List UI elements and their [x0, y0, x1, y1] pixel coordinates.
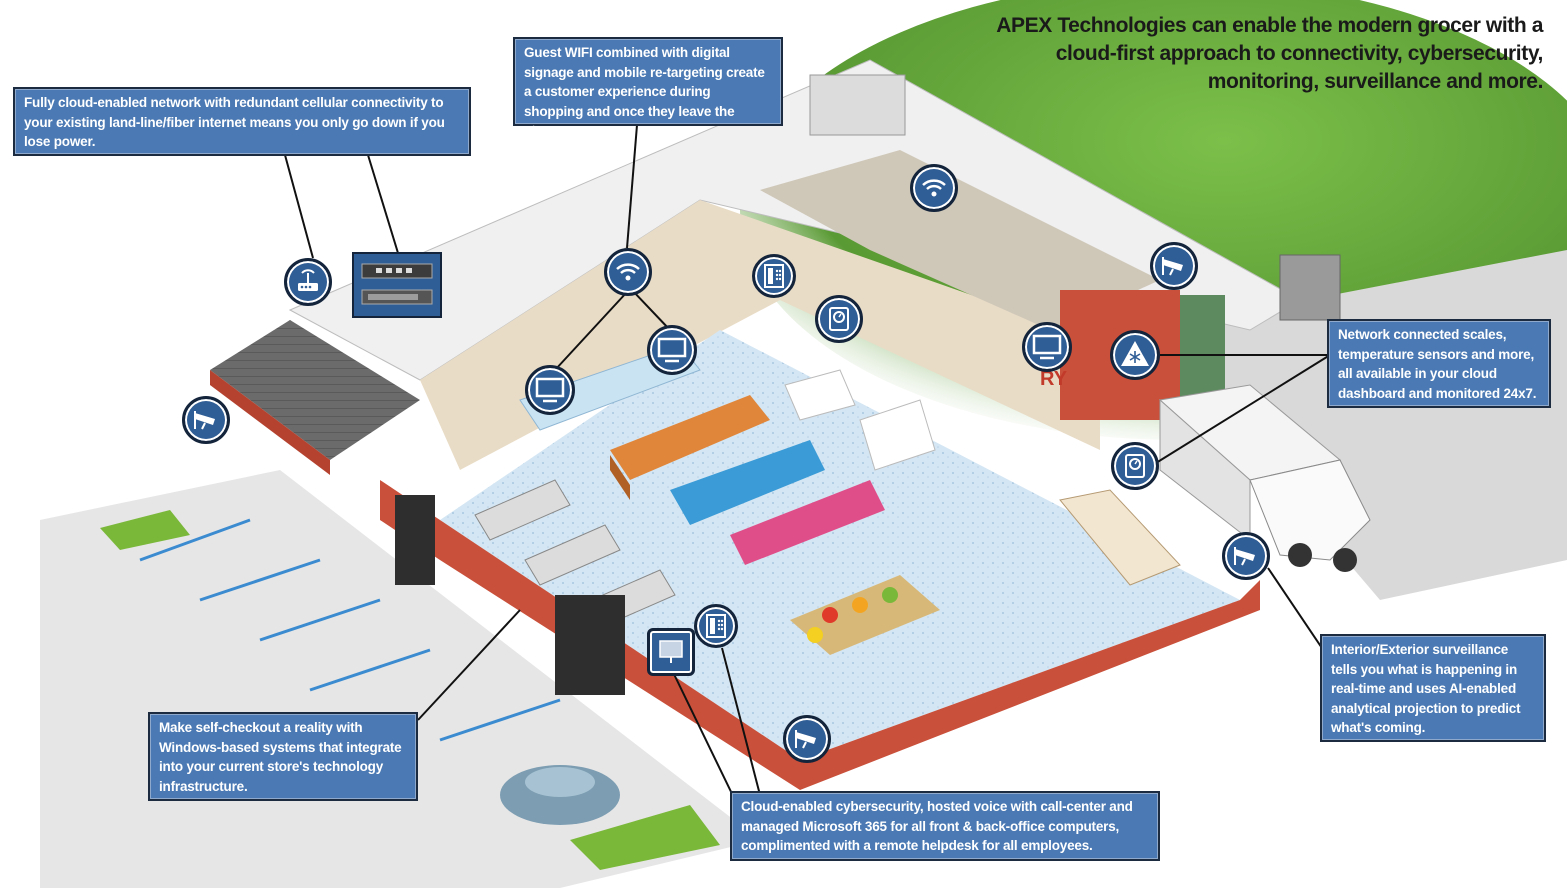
parking-stripes [139, 518, 561, 742]
dock-door [1180, 295, 1225, 405]
entrance-canopy [210, 320, 420, 460]
store-sign: RY [1040, 368, 1068, 390]
temperature-badge [1110, 330, 1160, 380]
camera-badge-2 [182, 396, 230, 444]
roof-ac [809, 74, 906, 136]
leader-lines [284, 124, 1331, 801]
switch-icon [361, 263, 433, 305]
signage-badge-3 [1022, 322, 1072, 372]
wifi-badge-2 [910, 164, 958, 212]
phone-icon [706, 614, 726, 638]
callout-checkout: Make self-checkout a reality with Window… [148, 712, 418, 801]
right-wall [800, 580, 1260, 790]
exit-doors [555, 595, 625, 695]
headline-line-1: APEX Technologies can enable the modern … [996, 14, 1543, 37]
callout-cyber: Cloud-enabled cybersecurity, hosted voic… [730, 791, 1160, 861]
callout-sensors: Network connected scales, temperature se… [1327, 319, 1551, 408]
headline-line-3: monitoring, surveillance and more. [1207, 70, 1544, 93]
phone-badge-2 [694, 604, 738, 648]
security-camera-icon [194, 411, 215, 430]
callout-surveillance: Interior/Exterior surveillance tells you… [1320, 634, 1546, 742]
security-camera-icon [1162, 257, 1183, 276]
router-icon [298, 269, 318, 291]
signage-badge-2 [647, 325, 697, 375]
produce-display [790, 575, 940, 655]
kiosk-icon [659, 640, 683, 663]
headline: APEX Technologies can enable the modern … [943, 12, 1543, 96]
monitor-icon [1032, 334, 1062, 360]
wifi-icon [616, 263, 640, 281]
camera-badge-4 [783, 715, 831, 763]
phone-icon [764, 264, 784, 288]
wifi-icon [922, 179, 946, 197]
canopy-front [210, 370, 330, 475]
monitor-icon [657, 337, 687, 363]
grass-strip-left [100, 510, 190, 550]
security-camera-icon [1234, 547, 1255, 566]
back-wall [420, 200, 1100, 470]
phone-badge-1 [752, 254, 796, 298]
entrance-doors [395, 495, 435, 585]
security-camera-icon [795, 730, 816, 749]
kiosk-badge [647, 628, 695, 676]
hvac-unit [1279, 254, 1341, 321]
scale-badge-2 [1111, 442, 1159, 490]
signage-badge-1 [525, 365, 575, 415]
grass-strip-bottom [570, 805, 720, 870]
camera-badge-1 [1150, 242, 1198, 290]
parked-car [500, 765, 620, 825]
wifi-badge-1 [604, 248, 652, 296]
router-badge [284, 258, 332, 306]
store-floor [440, 330, 1240, 760]
camera-badge-3 [1222, 532, 1270, 580]
scale-badge-1 [815, 295, 863, 343]
callout-wifi: Guest WIFI combined with digital signage… [513, 37, 783, 138]
stock-room [760, 150, 1160, 330]
monitor-icon [535, 377, 565, 403]
headline-line-2: cloud-first approach to connectivity, cy… [1055, 42, 1544, 65]
callout-network: Fully cloud-enabled network with redunda… [13, 87, 471, 156]
scale-icon [829, 307, 849, 331]
bakery-case [1059, 489, 1181, 586]
temperature-sensor-icon [1121, 341, 1149, 366]
scale-icon [1125, 454, 1145, 478]
network-switch-box [352, 252, 442, 318]
